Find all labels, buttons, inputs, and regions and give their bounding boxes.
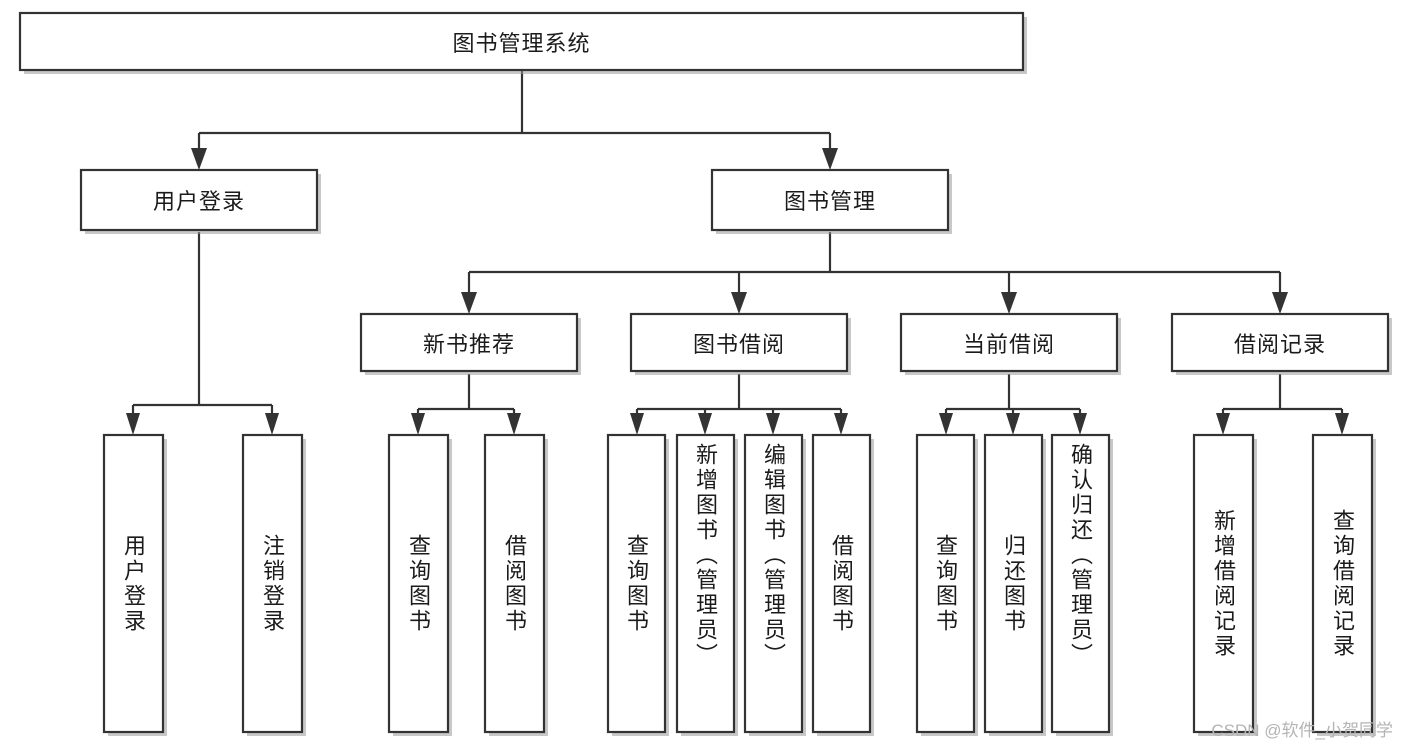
arrow-head-book-borrow (731, 292, 747, 314)
connectors-layer (126, 70, 1349, 435)
arrow-head-current-borrow (1001, 292, 1017, 314)
arrow-head-leaf-add-book (698, 413, 712, 435)
node-borrow-record[interactable] (1170, 312, 1390, 373)
arrow-head-new-book-recommend (461, 292, 477, 314)
arrow-head-leaf-user-login (126, 413, 140, 435)
node-current-borrow[interactable] (899, 312, 1119, 373)
node-user-login[interactable] (79, 168, 319, 232)
node-leaf-borrow-book-2[interactable] (811, 433, 872, 734)
arrow-head-leaf-logout-login (265, 413, 279, 435)
node-leaf-query-book-2[interactable] (606, 433, 667, 734)
node-leaf-query-record[interactable] (1311, 433, 1374, 734)
node-root[interactable] (18, 11, 1025, 72)
node-leaf-add-record[interactable] (1192, 433, 1255, 734)
node-leaf-add-book[interactable] (675, 433, 736, 734)
arrow-head-book-manage (822, 148, 838, 170)
node-book-borrow[interactable] (629, 312, 849, 373)
arrow-head-leaf-add-record (1216, 413, 1230, 435)
node-leaf-confirm-return[interactable] (1050, 433, 1111, 734)
arrow-head-user-login (191, 148, 207, 170)
node-leaf-borrow-book-1[interactable] (483, 433, 546, 734)
arrow-head-leaf-edit-book (766, 413, 780, 435)
arrow-head-borrow-record (1272, 292, 1288, 314)
arrow-head-leaf-borrow-book-2 (834, 413, 848, 435)
nodes-layer (18, 11, 1392, 736)
node-leaf-query-book-1[interactable] (387, 433, 450, 734)
arrow-head-leaf-borrow-book-1 (507, 413, 521, 435)
arrow-head-leaf-query-record (1335, 413, 1349, 435)
arrow-head-leaf-return-book (1006, 413, 1020, 435)
arrow-head-leaf-query-book-2 (630, 413, 644, 435)
arrow-head-leaf-query-book-1 (411, 413, 425, 435)
arrow-head-leaf-confirm-return (1073, 413, 1087, 435)
csdn-watermark: CSDN @软件_小贺同学 (1211, 721, 1393, 740)
arrow-head-leaf-query-book-3 (939, 413, 953, 435)
node-leaf-query-book-3[interactable] (915, 433, 976, 734)
node-book-manage[interactable] (710, 168, 950, 232)
node-new-book-recommend[interactable] (359, 312, 579, 373)
node-leaf-user-login[interactable] (102, 433, 165, 734)
node-leaf-return-book[interactable] (983, 433, 1044, 734)
node-leaf-logout-login[interactable] (241, 433, 304, 734)
node-leaf-edit-book[interactable] (743, 433, 804, 734)
